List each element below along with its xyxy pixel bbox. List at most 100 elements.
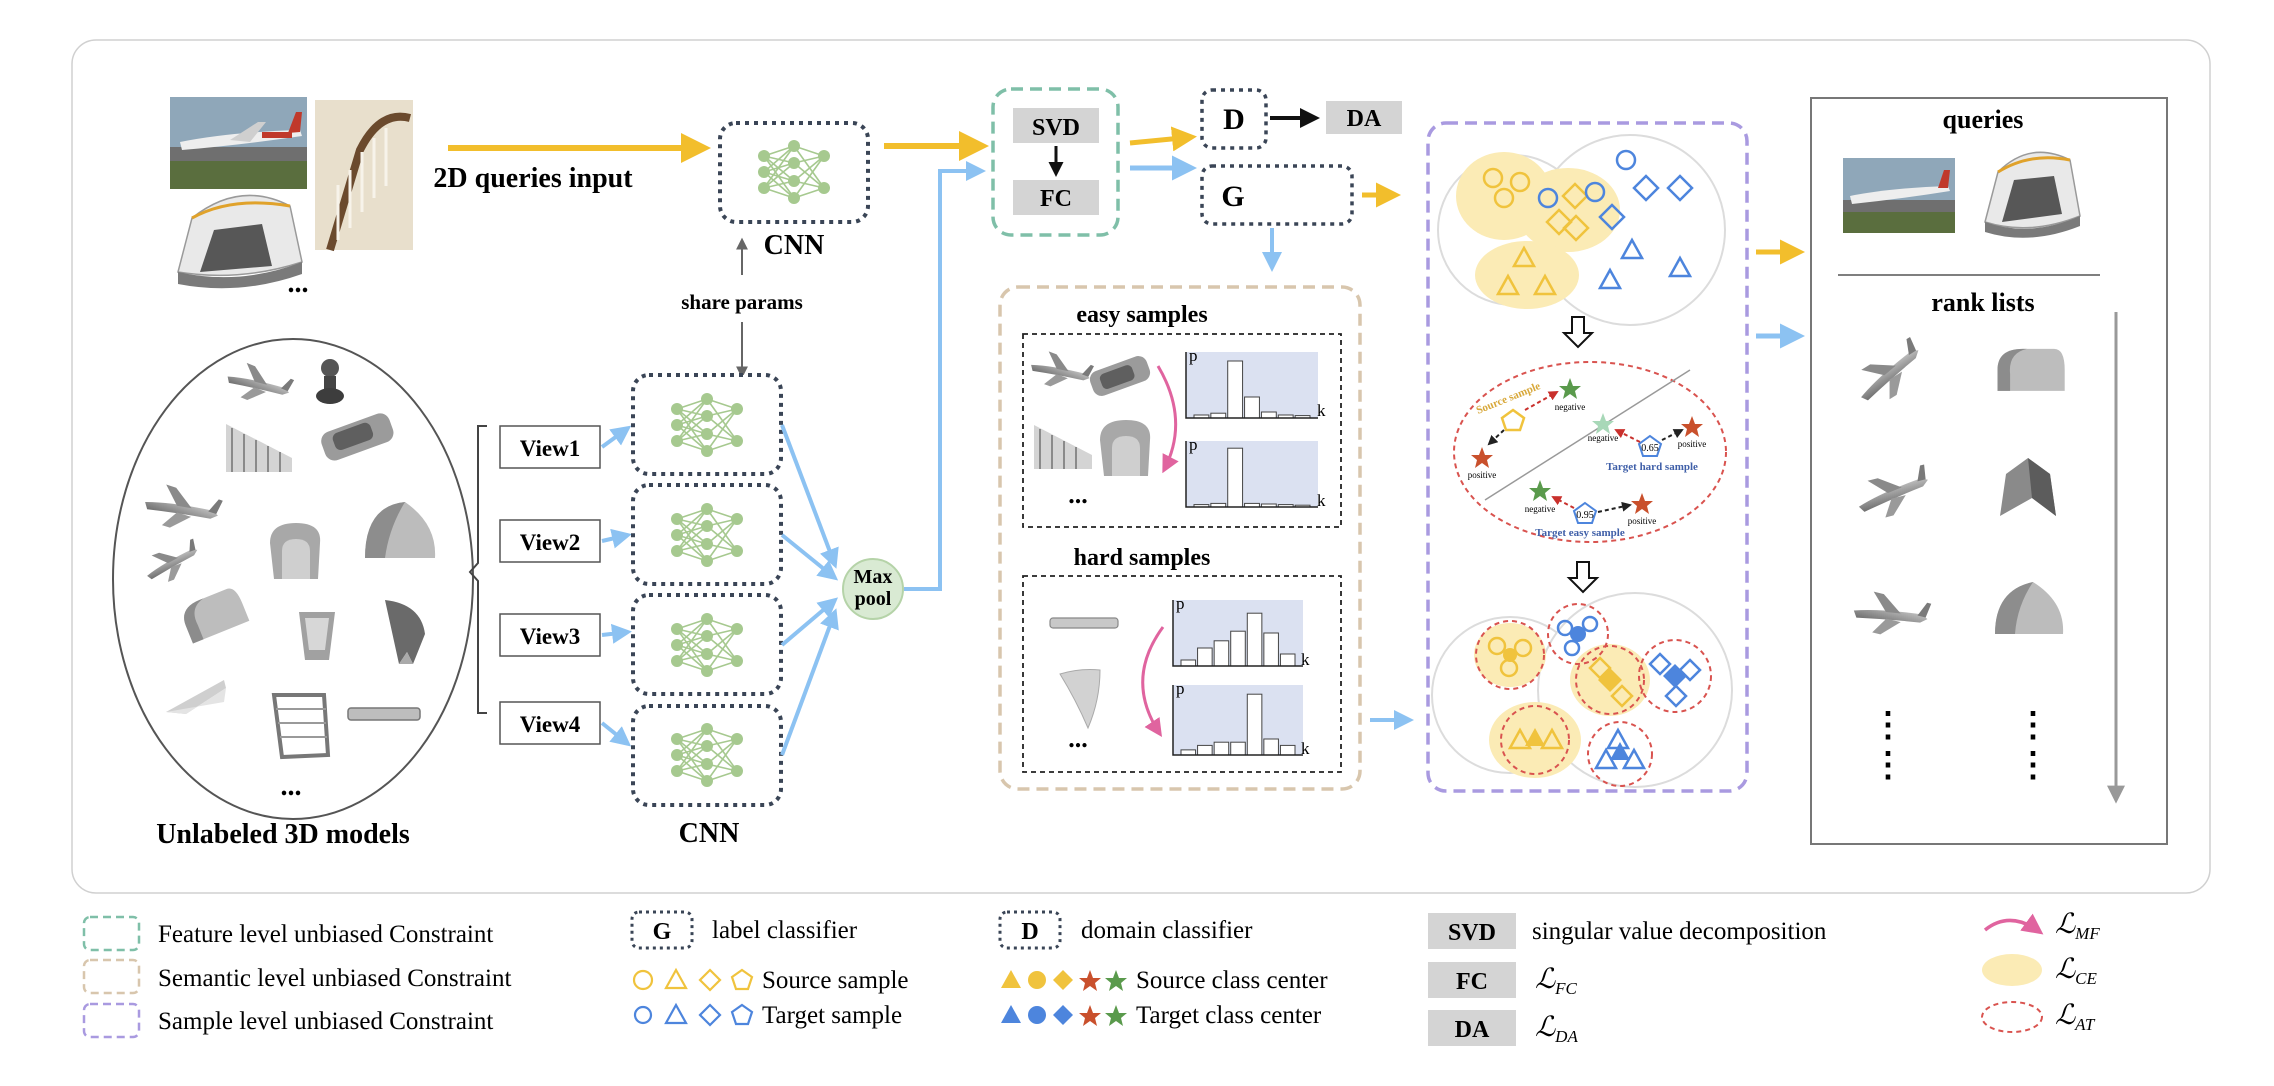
da-box — [1326, 101, 1402, 134]
g-box — [1200, 164, 1354, 226]
legend-da-loss: ℒDA — [1535, 1012, 1578, 1046]
histogram-axis — [1185, 441, 1318, 508]
legend-sample-swatch — [82, 1002, 141, 1039]
legend-at-loss: ℒAT — [2055, 1000, 2096, 1034]
hard-histogram-2 — [1172, 685, 1303, 756]
positive-star-3 — [1631, 493, 1653, 514]
cluster-panel-bottom — [1431, 592, 1733, 788]
histogram-bar — [1197, 744, 1213, 756]
negative-star-3 — [1529, 480, 1551, 501]
legend-source-center-label: Source class center — [1136, 967, 1328, 994]
histogram-bar — [1246, 693, 1263, 756]
triplet-negative-3: negative — [1525, 504, 1556, 514]
view-box-4 — [499, 701, 601, 745]
d-box — [1200, 88, 1268, 150]
triplet-positive-2: positive — [1678, 439, 1707, 449]
view-label-3: View3 — [520, 624, 580, 649]
easy-more-dots: ... — [1068, 480, 1088, 509]
legend-mf-arrow — [1983, 913, 2044, 935]
view-label-1: View1 — [520, 436, 580, 461]
models-more-dots: ... — [281, 771, 302, 802]
triplet-positive-1: positive — [1468, 470, 1497, 480]
cluster-panel-top — [1437, 134, 1726, 326]
triplet-negative-1: negative — [1555, 402, 1586, 412]
query-images — [170, 97, 413, 295]
triplet-target-easy-label: Target easy sample — [1535, 527, 1625, 539]
histogram-bar — [1263, 632, 1279, 667]
legend-da-box-label: DA — [1455, 1017, 1490, 1043]
legend-ce-swatch — [1982, 954, 2042, 986]
triplet-easy-score: 0.95 — [1576, 510, 1594, 521]
maxpool-to-svd-arrow — [904, 161, 986, 591]
legend-g-box-label: G — [653, 919, 672, 945]
legend-d-swatch — [998, 910, 1062, 950]
histogram-bar — [1213, 640, 1230, 667]
hard-hist2-p: p — [1176, 679, 1185, 698]
legend-fc-box — [1428, 962, 1516, 998]
easy-sample-thumbnails — [1026, 345, 1151, 476]
model-thumbnails — [139, 356, 436, 760]
triplet-negative-2: negative — [1588, 433, 1619, 443]
histogram-axis — [1172, 600, 1303, 667]
hard-mf-arrow — [1141, 626, 1165, 737]
histogram-bar — [1180, 749, 1197, 756]
view-label-2: View2 — [520, 530, 580, 555]
histogram-bar — [1263, 738, 1279, 756]
legend-source-sample-label: Source sample — [762, 967, 908, 994]
histogram-bar — [1260, 411, 1277, 419]
histogram-bar — [1230, 630, 1246, 667]
legend-g-text: label classifier — [712, 917, 858, 944]
legend-target-sample-label: Target sample — [762, 1002, 902, 1029]
legend-feature-swatch — [82, 915, 141, 952]
target-easy-pentagon — [1572, 501, 1598, 524]
maxpool-label-1: Max — [854, 566, 893, 588]
legend-fc-box-label: FC — [1456, 969, 1488, 995]
down-arrow-2 — [1566, 561, 1600, 594]
histogram-bar — [1197, 647, 1213, 667]
legend — [82, 910, 2044, 1046]
down-arrow-1 — [1561, 316, 1595, 349]
legend-d-text: domain classifier — [1081, 917, 1253, 944]
easy-hist2-k: k — [1317, 491, 1326, 510]
legend-source-shapes — [632, 967, 754, 992]
legend-ce-loss: ℒCE — [2055, 954, 2098, 988]
legend-svd-box — [1428, 913, 1516, 949]
hard-hist1-k: k — [1301, 650, 1310, 669]
g-label: G — [1221, 180, 1244, 213]
hard-hist2-k: k — [1301, 739, 1310, 758]
fc-box — [1013, 180, 1099, 215]
histogram-bar — [1244, 396, 1260, 419]
results-queries-title: queries — [1943, 105, 2024, 134]
view-box-1 — [499, 425, 601, 469]
rank-dots-2: ⋮ — [1871, 747, 1905, 784]
triplet-positive-3: positive — [1628, 516, 1657, 526]
hard-sample-thumbnails — [1049, 617, 1119, 730]
svd-box — [1013, 108, 1099, 143]
view-arrows — [600, 425, 632, 747]
legend-source-centers — [1001, 970, 1127, 991]
legend-feature-label: Feature level unbiased Constraint — [158, 921, 493, 948]
rank-dots-3: ⋮ — [2016, 707, 2050, 744]
histogram-axis — [1185, 352, 1318, 419]
source-sample-pentagon — [1500, 408, 1526, 432]
easy-mf-arrow — [1156, 365, 1179, 474]
legend-target-shapes — [633, 1002, 754, 1027]
histogram-bar — [1230, 741, 1246, 756]
rank-dots-4: ⋮ — [2016, 747, 2050, 784]
legend-target-centers — [1001, 1005, 1127, 1026]
view-boxes: View1 View2 View3 View4 — [499, 425, 601, 745]
histogram-axis — [1172, 685, 1303, 756]
target-hard-pentagon — [1637, 434, 1663, 457]
cnn-top-label: CNN — [764, 230, 825, 261]
cnn-bottom-label: CNN — [679, 818, 740, 849]
legend-fc-loss: ℒFC — [1535, 964, 1578, 998]
easy-hist1-p: p — [1189, 346, 1198, 365]
rank-list-thumbnails — [1847, 336, 2065, 645]
triplet-target-hard-label: Target hard sample — [1606, 461, 1698, 473]
easy-hist2-p: p — [1189, 435, 1198, 454]
legend-semantic-label: Semantic level unbiased Constraint — [158, 965, 511, 992]
maxpool-label-2: pool — [855, 588, 892, 610]
queries-input-label: 2D queries input — [433, 163, 633, 194]
legend-da-box — [1428, 1010, 1516, 1046]
